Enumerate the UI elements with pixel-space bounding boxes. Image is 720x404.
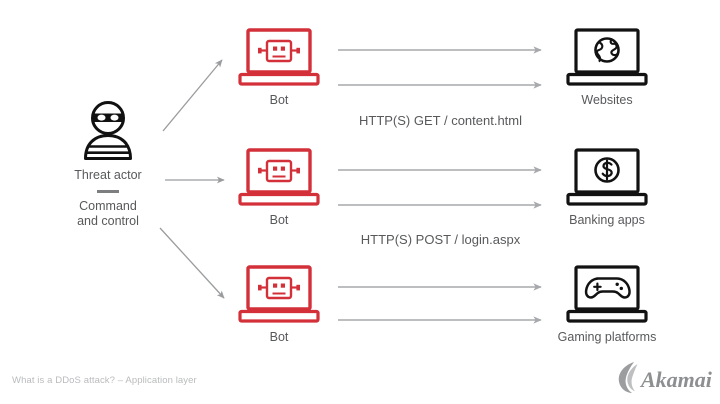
gaming-platforms-icon-wrap (552, 265, 662, 323)
target-node-banking-apps: Banking apps (552, 148, 662, 227)
threat-actor-icon-wrap (58, 100, 158, 162)
bot-icon-wrap-2 (224, 148, 334, 206)
websites-icon-wrap (552, 28, 662, 86)
bot-icon-wrap-3 (224, 265, 334, 323)
command-and-control-line1: Command (79, 198, 137, 213)
threat-actor-icon (84, 101, 132, 160)
target-label-gaming-platforms: Gaming platforms (557, 330, 657, 344)
target-node-gaming-platforms: Gaming platforms (552, 265, 662, 344)
target-node-websites: Websites (552, 28, 662, 107)
threat-actor-label: Threat actor (74, 168, 142, 182)
flow-label-get: HTTP(S) GET / content.html (358, 113, 523, 128)
target-label-banking-apps: Banking apps (569, 213, 645, 227)
bot-label-1: Bot (269, 93, 289, 107)
akamai-logo-icon: Akamai (618, 362, 713, 393)
banking-apps-icon-wrap (552, 148, 662, 206)
command-and-control-line2: and control (77, 213, 139, 228)
bot-node-1: Bot (224, 28, 334, 107)
bot-node-2: Bot (224, 148, 334, 227)
target-label-websites: Websites (581, 93, 633, 107)
bot-laptop-icon (238, 28, 320, 86)
control-arrow-bot-1 (162, 59, 223, 132)
bot-node-3: Bot (224, 265, 334, 344)
label-separator (97, 190, 119, 193)
bot-laptop-icon (238, 265, 320, 323)
dollar-laptop-icon (566, 148, 648, 206)
control-arrow-bot-3 (159, 227, 225, 299)
bot-label-2: Bot (269, 213, 289, 227)
bot-label-3: Bot (269, 330, 289, 344)
bot-icon-wrap-1 (224, 28, 334, 86)
bot-laptop-icon (238, 148, 320, 206)
akamai-logo: Akamai (612, 358, 713, 394)
akamai-wordmark: Akamai (639, 367, 713, 392)
globe-laptop-icon (566, 28, 648, 86)
threat-actor-node: Threat actor Command and control (58, 100, 158, 229)
flow-label-post: HTTP(S) POST / login.aspx (360, 232, 521, 247)
footer-caption: What is a DDoS attack? – Application lay… (12, 375, 197, 386)
gamepad-laptop-icon (566, 265, 648, 323)
